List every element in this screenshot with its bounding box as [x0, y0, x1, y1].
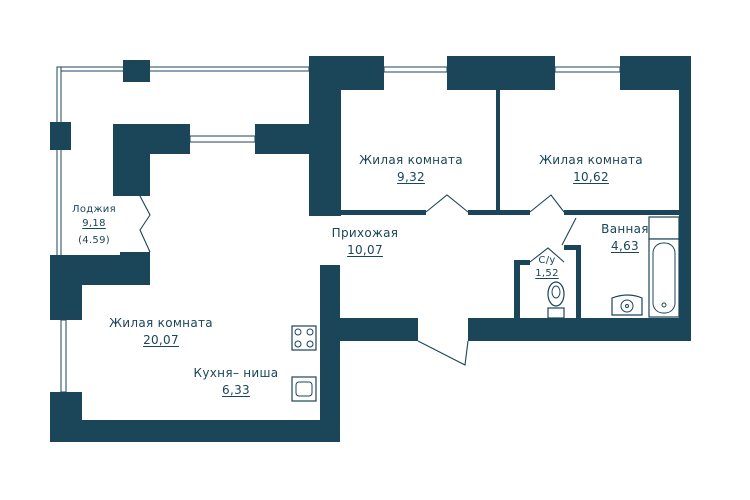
loggia-pillar	[123, 60, 150, 82]
room-area: 9,18	[82, 218, 106, 229]
door-swing	[139, 195, 151, 253]
room-label: Лоджия 9,18 (4.59)	[66, 204, 122, 247]
room-area: 10,07	[347, 243, 383, 257]
room-name: Кухня– ниша	[193, 366, 279, 380]
room-name: Жилая комната	[359, 153, 463, 167]
windows	[60, 66, 621, 393]
room-area: 1,52	[535, 268, 559, 279]
room-label: Прихожая 10,07	[320, 226, 410, 258]
room-note: (4.59)	[78, 235, 110, 246]
room-name: Ванная	[601, 222, 649, 236]
door-swing	[529, 247, 565, 263]
window	[554, 66, 621, 73]
loggia-pillar	[50, 122, 71, 150]
room-name: Жилая комната	[539, 153, 643, 167]
room-area: 9,32	[397, 170, 425, 184]
loggia-outline	[50, 60, 310, 266]
door-swing	[529, 194, 565, 213]
room-area: 10,62	[573, 170, 609, 184]
toilet-icon	[547, 281, 565, 319]
room-label: Жилая комната 10,62	[536, 153, 646, 185]
room-name: Прихожая	[331, 226, 399, 240]
room-label: Кухня– ниша 6,33	[186, 366, 286, 398]
door-swing	[561, 217, 577, 246]
room-name: Жилая комната	[109, 316, 213, 330]
room-name: С/у	[538, 255, 556, 266]
door-swing	[425, 194, 469, 213]
window	[189, 135, 256, 143]
room-area: 6,33	[222, 383, 250, 397]
room-label: Ванная 4,63	[594, 222, 656, 254]
sink-icon	[291, 376, 317, 402]
doors	[139, 194, 577, 366]
room-name: Лоджия	[72, 204, 116, 215]
window	[383, 66, 448, 73]
room-label: Жилая комната 20,07	[96, 316, 226, 348]
window	[60, 319, 67, 393]
room-area: 20,07	[143, 333, 179, 347]
door-swing	[417, 340, 469, 366]
room-label: Жилая комната 9,32	[356, 153, 466, 185]
washbasin-icon	[611, 294, 643, 316]
room-area: 4,63	[611, 239, 639, 253]
walls	[50, 56, 691, 442]
bathtub-icon	[648, 216, 680, 318]
stove-icon	[291, 325, 317, 351]
room-label: С/у 1,52	[525, 255, 569, 280]
